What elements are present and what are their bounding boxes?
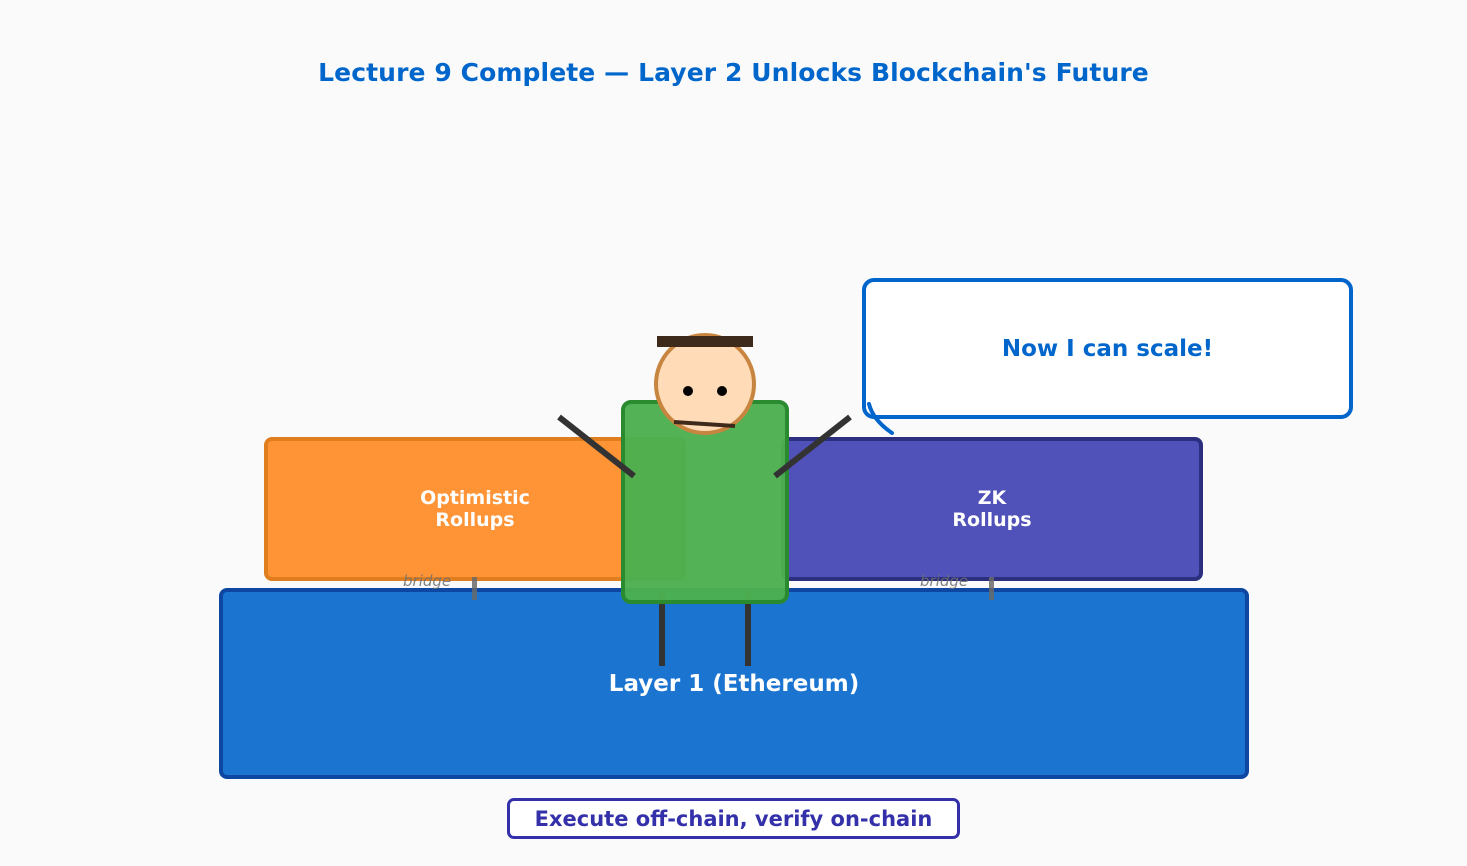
layer1-label: Layer 1 (Ethereum)	[608, 670, 860, 697]
optimistic-rollups-block: Optimistic Rollups	[264, 437, 686, 581]
layer1-ethereum-block: Layer 1 (Ethereum)	[219, 588, 1249, 779]
bridge-label-left: bridge	[403, 572, 452, 590]
speech-bubble: Now I can scale!	[862, 278, 1353, 419]
character-left-eye	[683, 386, 693, 396]
zk-rollups-label: ZK Rollups	[952, 487, 1032, 531]
optimistic-rollups-label: Optimistic Rollups	[420, 487, 530, 531]
caption-text: Execute off-chain, verify on-chain	[534, 806, 933, 831]
page-title: Lecture 9 Complete — Layer 2 Unlocks Blo…	[318, 58, 1149, 87]
character-hair	[657, 336, 753, 347]
caption-box: Execute off-chain, verify on-chain	[507, 798, 960, 839]
speech-bubble-text: Now I can scale!	[1001, 335, 1214, 362]
zk-rollups-block: ZK Rollups	[781, 437, 1203, 581]
character-mouth	[673, 420, 736, 428]
bridge-connector-right	[989, 577, 994, 600]
character-head	[654, 333, 756, 435]
bridge-label-right: bridge	[920, 572, 969, 590]
bridge-connector-left	[472, 577, 477, 600]
character-right-eye	[717, 386, 727, 396]
